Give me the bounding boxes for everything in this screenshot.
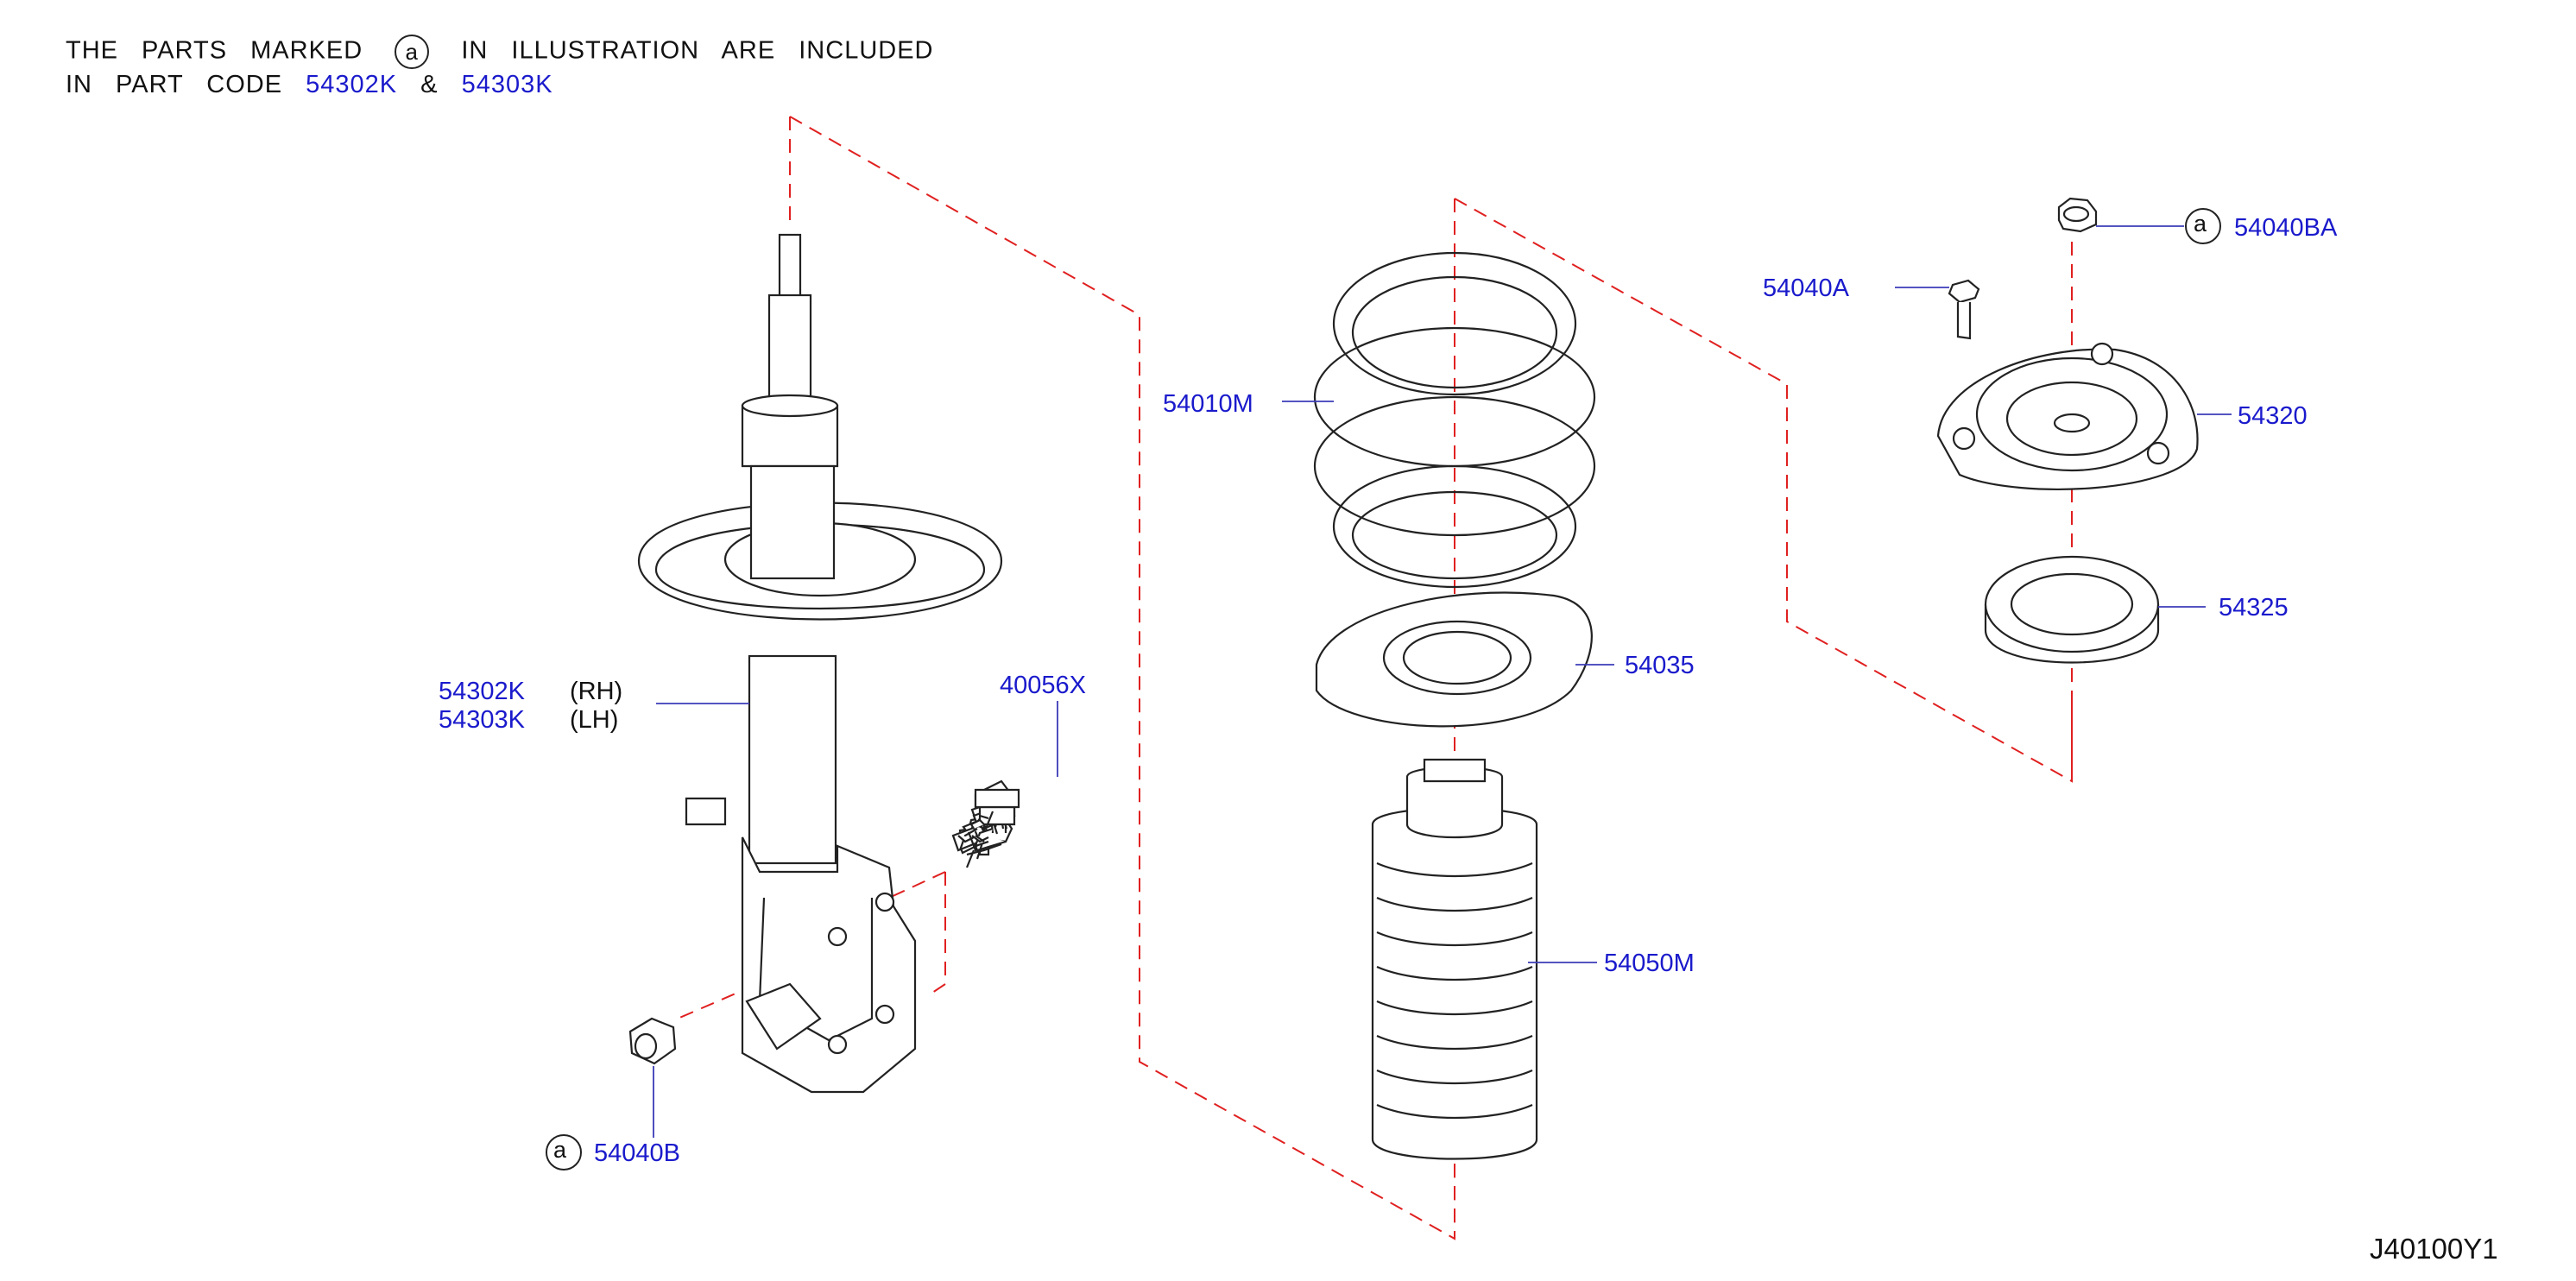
- marker-a-label: a: [2194, 211, 2207, 237]
- fasteners-upper: [1948, 197, 2098, 340]
- bearing-54325: [1984, 555, 2160, 664]
- spring-seat-54035: [1315, 591, 1593, 728]
- part-label-54040b[interactable]: 54040B: [594, 1139, 680, 1167]
- marker-a-icon: [2185, 208, 2221, 244]
- boot-54050m: [1371, 758, 1538, 1160]
- marker-a-icons: [546, 208, 2221, 1171]
- part-label-54035[interactable]: 54035: [1625, 652, 1695, 679]
- part-label-54320[interactable]: 54320: [2238, 402, 2308, 430]
- note-text: IN ILLUSTRATION ARE INCLUDED: [461, 36, 934, 65]
- nut-54040b: [628, 1017, 677, 1065]
- upper-mount-54320: [1936, 342, 2199, 490]
- part-label-54050m[interactable]: 54050M: [1604, 950, 1695, 977]
- part-label-54302k[interactable]: 54302K: [439, 678, 525, 705]
- note-line-1: THE PARTS MARKED a IN ILLUSTRATION ARE I…: [66, 35, 934, 69]
- marker-a-icon: [546, 1134, 582, 1171]
- part-label-54040a[interactable]: 54040A: [1763, 274, 1849, 302]
- side-label-lh: (LH): [570, 706, 619, 734]
- leader-lines: [653, 225, 2232, 1138]
- marker-a-label: a: [553, 1137, 567, 1163]
- note-line-2: IN PART CODE 54302K & 54303K: [66, 71, 553, 99]
- note-code-54303k[interactable]: 54303K: [461, 71, 553, 98]
- bolt-40056x-shaft: [966, 788, 1020, 856]
- side-label-rh: (RH): [570, 678, 623, 705]
- part-label-54303k[interactable]: 54303K: [439, 706, 525, 734]
- note-text: THE PARTS MARKED: [66, 36, 363, 65]
- part-label-54010m[interactable]: 54010M: [1163, 390, 1253, 418]
- note-code-54302k[interactable]: 54302K: [306, 71, 398, 98]
- diagram-code: J40100Y1: [2370, 1233, 2498, 1265]
- coil-spring-54010m: [1313, 251, 1596, 589]
- part-label-54040ba[interactable]: 54040BA: [2234, 214, 2338, 242]
- note-ampersand: &: [420, 71, 439, 98]
- strut-assembly: [637, 233, 1003, 1094]
- part-label-40056x[interactable]: 40056X: [1000, 672, 1086, 699]
- marker-a-icon: a: [395, 35, 430, 69]
- part-label-54325[interactable]: 54325: [2219, 594, 2289, 622]
- note-text: IN PART CODE: [66, 71, 283, 98]
